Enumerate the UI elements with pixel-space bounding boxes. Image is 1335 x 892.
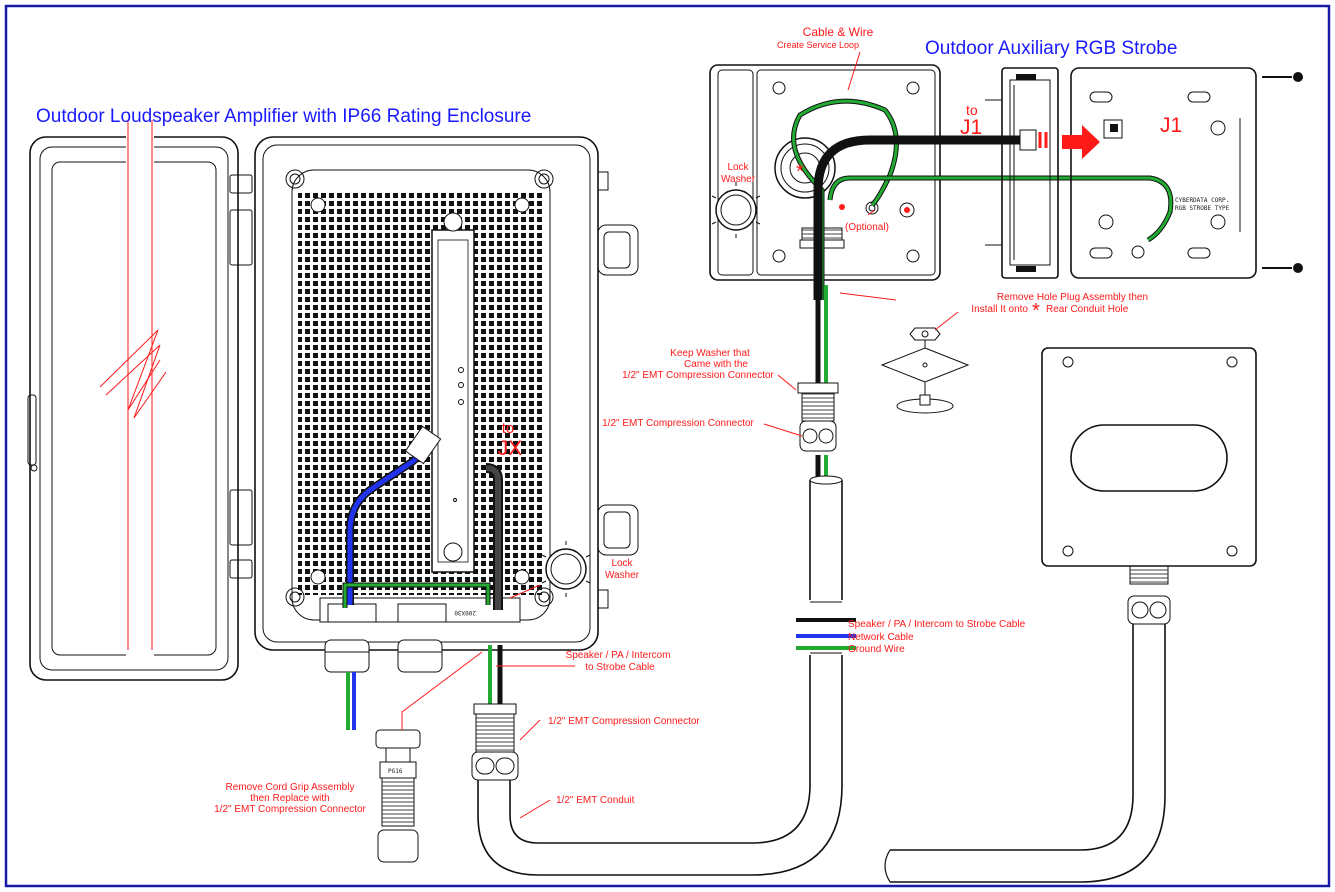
enclosure-ground-wire [342, 582, 491, 608]
svg-text:CYBERDATA CORP.: CYBERDATA CORP. [1175, 197, 1229, 204]
svg-text:200X30: 200X30 [454, 609, 476, 616]
arrow-right-icon [1062, 125, 1100, 159]
strobe-front-plate: CYBERDATA CORP. RGB STROBE TYPE [1070, 67, 1303, 279]
lock-washer-bottom [541, 541, 591, 597]
callout-lock-washer-bottom-1: Lock [611, 558, 633, 569]
strobe-cable-black [813, 135, 1022, 300]
emt-connector-lower [471, 703, 519, 781]
strobe-installed-box [884, 347, 1257, 883]
callout-service-loop: Create Service Loop [777, 40, 859, 50]
callout-j1-left: J1 [960, 116, 982, 139]
callout-jx: JX [498, 437, 523, 460]
leader-lines [401, 51, 959, 819]
callout-cable-wire: Cable & Wire [803, 25, 874, 39]
enclosure-body: 200X30 [254, 136, 639, 673]
callout-to-j1: to [966, 102, 978, 118]
strobe-ground-run [827, 175, 1174, 243]
strobe-gasket-plate [985, 67, 1059, 279]
emt-connector-upper [797, 382, 839, 452]
enclosure-network-cable [346, 425, 442, 730]
callout-speaker-pa-1: Speaker / PA / Intercom [566, 650, 671, 661]
callout-remove-hole-plug-3: Rear Conduit Hole [1046, 304, 1129, 315]
callout-remove-cord-grip-3: 1/2" EMT Compression Connector [214, 804, 366, 815]
callout-remove-hole-plug-2: Install It onto [971, 304, 1028, 315]
cord-grip-assembly: PG16 [375, 729, 421, 863]
strobe-title: Outdoor Auxiliary RGB Strobe [925, 38, 1177, 59]
callout-optional: (Optional) [845, 222, 889, 233]
enclosure-strobe-cable [485, 463, 503, 705]
lock-washer-top [711, 182, 761, 238]
callout-speaker-pa-2: to Strobe Cable [585, 662, 655, 673]
callout-remove-hole-plug-1: Remove Hole Plug Assembly then [997, 292, 1148, 303]
callout-lock-washer-top-1: Lock [727, 162, 749, 173]
callout-emt-connector-lower: 1/2" EMT Compression Connector [548, 716, 700, 727]
strobe-drop-cables [815, 285, 828, 480]
legend-label-ground-wire: Ground Wire [848, 644, 905, 655]
callout-remove-cord-grip-1: Remove Cord Grip Assembly [226, 782, 355, 793]
callout-lock-washer-top-2: Washer [721, 174, 756, 185]
asterisk-icon-hole: * [1032, 300, 1040, 322]
frame-border [4, 4, 1331, 888]
callout-to-jx: to [502, 420, 515, 437]
enclosure-title: Outdoor Loudspeaker Amplifier with IP66 … [36, 106, 531, 127]
callout-emt-conduit: 1/2" EMT Conduit [556, 795, 635, 806]
callout-keep-washer-3: 1/2" EMT Compression Connector [622, 370, 774, 381]
service-loop-ground-wire [791, 98, 899, 300]
callout-emt-connector-upper: 1/2" EMT Compression Connector [602, 418, 754, 429]
svg-text:PG16: PG16 [388, 768, 403, 775]
screw-icon [1262, 72, 1303, 273]
callout-remove-cord-grip-2: then Replace with [250, 793, 330, 804]
callout-keep-washer-1: Keep Washer that [670, 348, 750, 359]
amplifier-module [431, 229, 475, 573]
asterisk-icon: * [796, 161, 804, 183]
emt-conduit-pipe [477, 475, 856, 876]
callout-lock-washer-bottom-2: Washer [605, 570, 640, 581]
svg-text:RGB STROBE TYPE: RGB STROBE TYPE [1175, 205, 1230, 212]
legend-label-network-cable: Network Cable [848, 632, 914, 643]
legend-label-strobe-cable: Speaker / PA / Intercom to Strobe Cable [848, 619, 1026, 630]
hole-plug-assembly [880, 327, 970, 414]
callout-keep-washer-2: Came with the [684, 359, 748, 370]
strobe-connector [1019, 129, 1048, 151]
break-line-icon [99, 120, 167, 660]
callout-j1-plate: J1 [1160, 114, 1182, 137]
